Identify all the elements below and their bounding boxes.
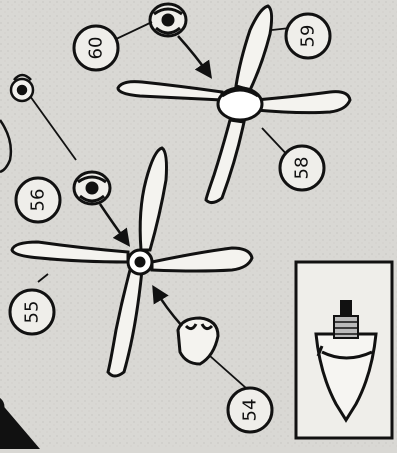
- callout-54: 54: [228, 388, 272, 432]
- part-56-hub: [74, 172, 110, 204]
- callout-55-label: 55: [22, 301, 43, 324]
- callout-60: 60: [74, 26, 118, 70]
- inset-detail-box: [296, 262, 392, 438]
- inset-nut: [340, 300, 352, 316]
- callout-56: 56: [16, 178, 60, 222]
- callout-58: 58: [280, 146, 324, 190]
- callout-54-label: 54: [240, 399, 261, 422]
- part-60-hub: [150, 4, 186, 36]
- callout-56-label: 56: [28, 189, 49, 212]
- callout-55: 55: [10, 290, 54, 334]
- callout-59-label: 59: [298, 25, 319, 48]
- callout-59: 59: [286, 14, 330, 58]
- callout-60-label: 60: [86, 37, 107, 60]
- callout-58-label: 58: [292, 157, 313, 180]
